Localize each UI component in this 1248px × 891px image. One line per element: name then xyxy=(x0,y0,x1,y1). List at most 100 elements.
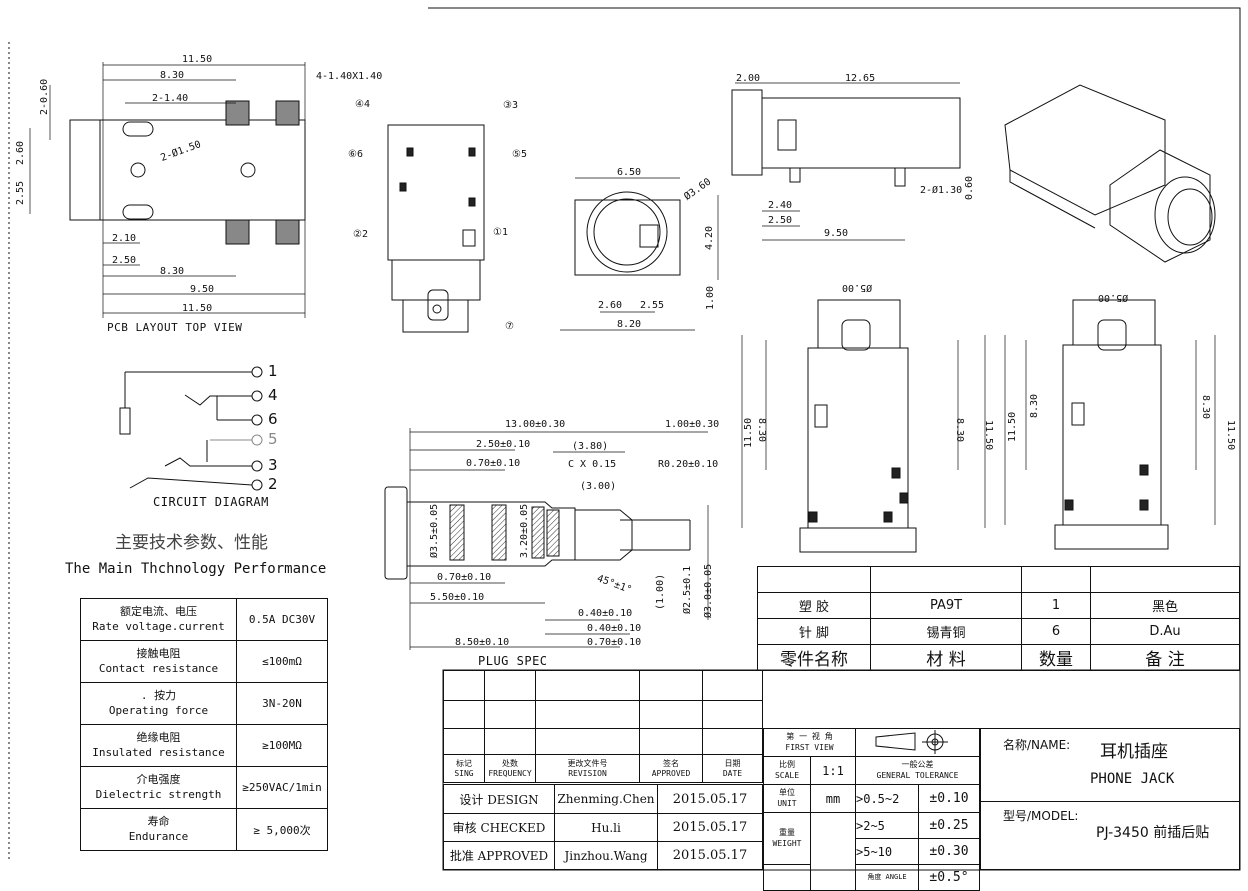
pcb-dim-2-60: 2.60 xyxy=(15,140,26,165)
performance-value: ≥250VAC/1min xyxy=(236,766,328,809)
bom-row xyxy=(757,566,1240,593)
plug-dim-3-0: Ø3.0±0.05 xyxy=(703,563,714,618)
rev-header-en: APPROVED xyxy=(651,768,691,778)
rev-header-cn: 处数 xyxy=(502,758,518,768)
signature-date: 2015.05.17 xyxy=(657,784,763,814)
rev-header-cn: 更改文件号 xyxy=(567,758,608,768)
plug-dim-8-50: 8.50±0.10 xyxy=(455,637,510,648)
name-model-block xyxy=(980,728,1240,870)
plug-dim-0-40-b: 0.40±0.10 xyxy=(587,623,642,634)
unit-value: mm xyxy=(810,784,856,813)
circuit-diagram-drawing xyxy=(119,366,263,491)
end-dim-2-60: 2.60 xyxy=(598,300,623,311)
end-dim-4-20: 4.20 xyxy=(704,225,715,250)
top-left-dim-11-50-b: 11.50 xyxy=(983,420,994,451)
pcb-dim-2-10: 2.10 xyxy=(112,233,137,244)
tolerance-table: 第 一 视 角 FIRST VIEW 比例 SCALE 1:1 一般公差 GEN… xyxy=(763,728,980,891)
model-label: 型号/MODEL: xyxy=(1003,809,1079,823)
name-label: 名称/NAME: xyxy=(1003,738,1071,752)
performance-key-cn: 绝缘电阻 xyxy=(136,730,181,744)
side-dim-2-1-30: 2-Ø1.30 xyxy=(920,185,963,196)
tolerance-label-cn: 一般公差 xyxy=(901,760,934,770)
performance-key-en: Endurance xyxy=(128,829,189,843)
scale-label-cn: 比例 xyxy=(779,760,795,770)
bom-cell: 针 脚 xyxy=(757,618,871,645)
performance-value: 3N-20N xyxy=(236,682,328,725)
performance-key-en: Operating force xyxy=(108,703,209,717)
end-dim-6-50: 6.50 xyxy=(617,167,642,178)
rev-header-en: FREQUENCY xyxy=(488,768,532,778)
plug-dim-3-00: (3.00) xyxy=(580,481,617,492)
pin-label-4: ④4 xyxy=(355,99,370,110)
plug-dim-0-40-a: 0.40±0.10 xyxy=(578,608,633,619)
rev-header-cn: 标记 xyxy=(456,758,472,768)
pcb-layout-title: PCB LAYOUT TOP VIEW xyxy=(107,321,243,334)
end-dim-2-55: 2.55 xyxy=(640,300,665,311)
unit-label-cn: 单位 xyxy=(779,788,795,798)
top-right-dim-11-50-b: 11.50 xyxy=(1225,420,1236,451)
rev-header-en: DATE xyxy=(722,768,743,778)
pcb-dim-2-55: 2.55 xyxy=(15,180,26,205)
signature-name: Jinzhou.Wang xyxy=(554,841,658,870)
signature-table: 设计 DESIGN Zhenming.Chen 2015.05.17 审核 CH… xyxy=(443,784,763,870)
tolerance-range: >0.5~2 xyxy=(855,784,919,813)
plug-dim-13-00: 13.00±0.30 xyxy=(505,419,566,430)
bom-header-cell: 零件名称 xyxy=(757,644,871,671)
bom-cell xyxy=(870,566,1022,593)
weight-label-cn: 重量 xyxy=(779,828,795,838)
top-right-dim-8-30-a: 8.30 xyxy=(1029,393,1040,418)
signature-row: 审核 CHECKED Hu.li 2015.05.17 xyxy=(443,813,763,842)
unit-label-en: UNIT xyxy=(777,798,797,808)
plug-dim-r0-20: R0.20±0.10 xyxy=(658,459,719,470)
bom-cell xyxy=(1090,566,1240,593)
top-left-dim-dia: Ø5.00 xyxy=(842,282,873,293)
pcb-dim-11-50-top: 11.50 xyxy=(182,54,213,65)
performance-key-cn: . 按力 xyxy=(140,688,177,702)
circuit-pin-1: 1 xyxy=(268,362,278,380)
top-view-right-drawing xyxy=(1004,299,1216,550)
tolerance-value: ±0.5° xyxy=(918,864,980,891)
circuit-pin-5: 5 xyxy=(268,430,278,448)
side-dim-2-00: 2.00 xyxy=(736,73,761,84)
name-cn: 耳机插座 xyxy=(1100,742,1168,762)
performance-title-en: The Main Thchnology Performance xyxy=(65,561,327,577)
performance-key-cn: 介电强度 xyxy=(136,772,181,786)
bom-header-cell: 备 注 xyxy=(1090,644,1240,671)
performance-key-en: Contact resistance xyxy=(98,661,219,675)
first-view-en: FIRST VIEW xyxy=(785,742,834,752)
side-view-drawing xyxy=(731,82,961,241)
tolerance-range: 角度 ANGLE xyxy=(855,864,919,891)
bom-cell: 1 xyxy=(1021,592,1091,619)
end-dim-1-00: 1.00 xyxy=(705,285,716,310)
rev-header-cn: 签名 xyxy=(663,758,679,768)
name-en: PHONE JACK xyxy=(1090,771,1175,787)
plug-dim-3-80: (3.80) xyxy=(572,441,609,452)
pcb-dim-8-30-top: 8.30 xyxy=(160,70,185,81)
plug-spec-drawing xyxy=(384,428,709,650)
bom-cell: 6 xyxy=(1021,618,1091,645)
side-dim-12-65: 12.65 xyxy=(845,73,876,84)
scale-value: 1:1 xyxy=(810,756,856,785)
plug-dim-1-00: 1.00±0.30 xyxy=(665,419,720,430)
side-dim-2-40: 2.40 xyxy=(768,200,793,211)
top-right-dim-8-30-b: 8.30 xyxy=(1200,395,1211,420)
performance-key-cn: 额定电流、电压 xyxy=(120,604,197,618)
top-right-dim-dia: Ø5.00 xyxy=(1098,292,1129,303)
performance-key-en: Rate voltage.current xyxy=(92,619,225,633)
bom-row: 塑 胶 PA9T 1 黑色 xyxy=(757,592,1240,619)
pcb-dim-11-50-bottom: 11.50 xyxy=(182,303,213,314)
performance-value: ≥ 5,000次 xyxy=(236,808,328,851)
first-view-cn: 第 一 视 角 xyxy=(786,732,833,742)
circuit-diagram-title: CIRCUIT DIAGRAM xyxy=(153,495,269,509)
model-value: PJ-3450 前插后贴 xyxy=(1096,825,1210,841)
signature-row: 设计 DESIGN Zhenming.Chen 2015.05.17 xyxy=(443,784,763,814)
rev-header-en: SING xyxy=(454,768,474,778)
pin-label-2: ②2 xyxy=(353,229,368,240)
